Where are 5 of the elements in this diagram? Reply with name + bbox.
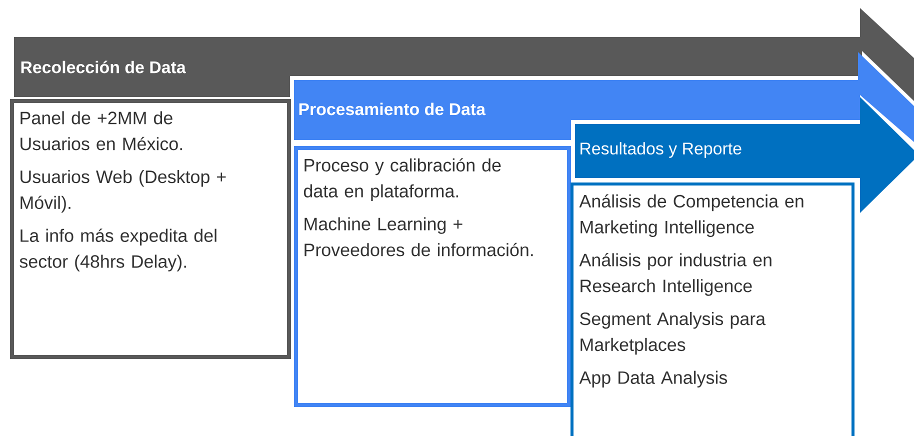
text-box: Panel de +2MM de Usuarios en México. Usuarios Web (Desktop + Móvil). La info más expedita del sector (48hrs Delay). <box>10 99 291 359</box>
text-box: Análisis de Competencia en Marketing Intelligence Análisis por industria en Research Intelligence Segment Analysis para Marketplaces App Data Analysis <box>570 182 854 436</box>
header-banner: Recolección de Data <box>14 8 914 101</box>
header-banner: Procesamiento de Data <box>294 52 914 142</box>
text-box: Proceso y calibración de data en plataforma. Machine Learning + Proveedores de información. <box>294 146 571 407</box>
